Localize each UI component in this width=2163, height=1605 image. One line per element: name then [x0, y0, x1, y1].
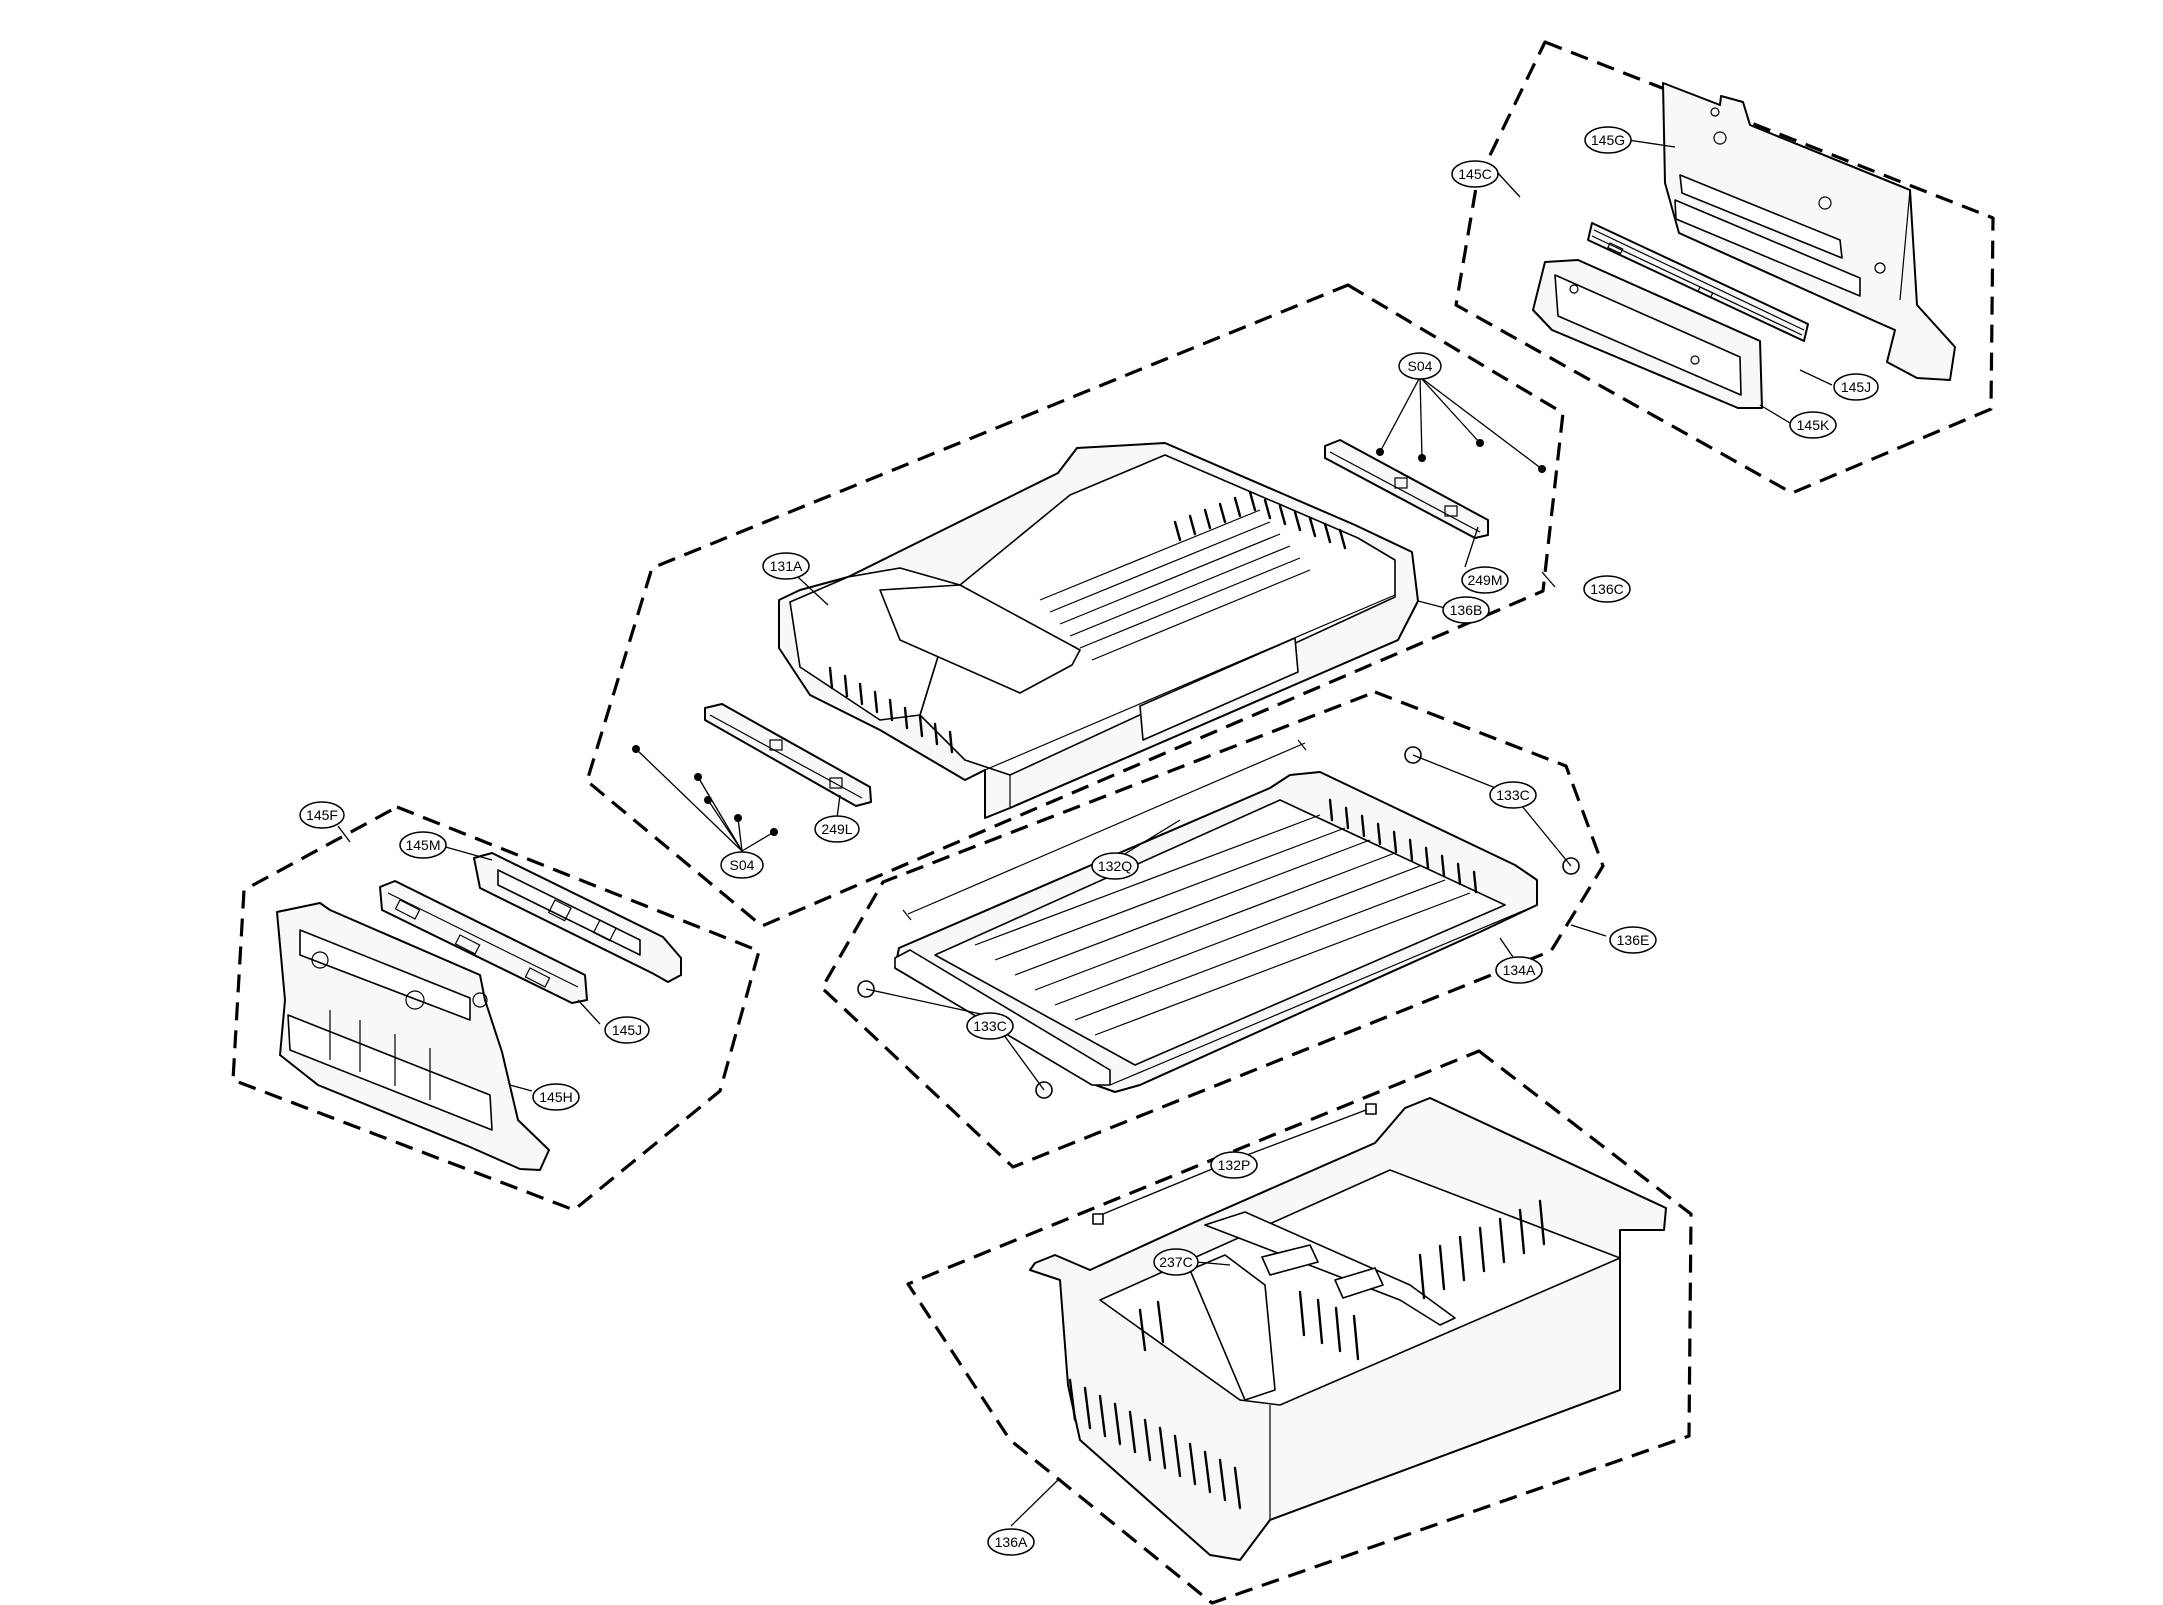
callout-label-134A: 134A — [1503, 962, 1536, 978]
callout-133C-bottom: 133C — [966, 1012, 1014, 1040]
callout-label-132Q: 132Q — [1098, 858, 1132, 874]
callout-237C: 237C — [1153, 1248, 1199, 1276]
part-132Q-wire — [902, 739, 1307, 921]
callout-145J-left: 145J — [604, 1016, 650, 1044]
callout-label-131A: 131A — [770, 558, 803, 574]
callout-label-249M: 249M — [1467, 572, 1502, 588]
callout-label-237C: 237C — [1159, 1254, 1192, 1270]
callout-label-249L: 249L — [821, 821, 852, 837]
part-145G-rail-cover — [1662, 82, 1956, 381]
part-249L-rail-left — [704, 703, 872, 807]
callout-S04-bottom: S04 — [720, 851, 764, 879]
part-145K-rail-bracket — [1532, 259, 1763, 409]
parts-132P-clips — [1092, 1103, 1377, 1225]
callout-136E: 136E — [1609, 926, 1657, 954]
leader-lines — [337, 139, 1833, 1527]
callout-label-145C: 145C — [1458, 166, 1491, 182]
part-145H-rail-cover-left — [276, 902, 550, 1171]
group-outline-136E — [820, 690, 1605, 1169]
callout-145M: 145M — [399, 831, 447, 859]
shelf-ribs-134A — [974, 814, 1471, 1036]
callout-label-145J-top: 145J — [1841, 379, 1871, 395]
part-145J-slide-rail-left — [379, 880, 588, 1004]
callout-label-S04-top: S04 — [1408, 358, 1433, 374]
callout-label-145F: 145F — [306, 807, 338, 823]
shelf-slots-134A — [1328, 798, 1478, 894]
part-145J-slide-rail-right — [1587, 222, 1809, 342]
callout-132P: 132P — [1210, 1151, 1258, 1179]
part-136B-upper-basket — [778, 442, 1419, 819]
callout-136C: 136C — [1583, 575, 1631, 603]
callout-145G: 145G — [1584, 126, 1632, 154]
callout-145J-top: 145J — [1833, 373, 1879, 401]
callout-label-S04-bottom: S04 — [730, 857, 755, 873]
part-145M-rail-bracket-left — [473, 852, 682, 983]
callout-label-145G: 145G — [1591, 132, 1625, 148]
callout-label-136E: 136E — [1617, 932, 1650, 948]
callout-132Q: 132Q — [1091, 852, 1139, 880]
part-249M-rail-right — [1324, 439, 1489, 539]
basket-ribs-136B — [1039, 509, 1311, 661]
callout-145F: 145F — [299, 801, 345, 829]
callout-label-136B: 136B — [1450, 602, 1483, 618]
callout-249L: 249L — [814, 815, 860, 843]
callout-145H: 145H — [532, 1083, 580, 1111]
callout-131A: 131A — [762, 552, 810, 580]
callout-136A: 136A — [987, 1528, 1035, 1556]
callout-label-136A: 136A — [995, 1534, 1028, 1550]
callout-label-145H: 145H — [539, 1089, 572, 1105]
callout-145K: 145K — [1789, 411, 1837, 439]
callout-label-145J-left: 145J — [612, 1022, 642, 1038]
callout-label-136C: 136C — [1590, 581, 1623, 597]
callout-134A: 134A — [1495, 956, 1543, 984]
basket-slots-136B — [828, 490, 1347, 754]
part-134A-shelf-tray — [894, 771, 1538, 1093]
callout-249M: 249M — [1461, 566, 1509, 594]
callout-label-145K: 145K — [1797, 417, 1830, 433]
basket-slots-136A — [1068, 1199, 1546, 1510]
group-outline-145C — [1454, 40, 1995, 495]
group-outline-136A — [906, 1049, 1693, 1605]
callout-133C-top: 133C — [1489, 781, 1537, 809]
callout-145C: 145C — [1451, 160, 1499, 188]
callout-label-145M: 145M — [405, 837, 440, 853]
callout-label-132P: 132P — [1218, 1157, 1251, 1173]
callout-label-133C-bottom: 133C — [973, 1018, 1006, 1034]
part-136A-lower-basket — [1029, 1097, 1667, 1561]
callout-S04-top: S04 — [1398, 352, 1442, 380]
callout-label-133C-top: 133C — [1496, 787, 1529, 803]
callout-136B: 136B — [1442, 596, 1490, 624]
